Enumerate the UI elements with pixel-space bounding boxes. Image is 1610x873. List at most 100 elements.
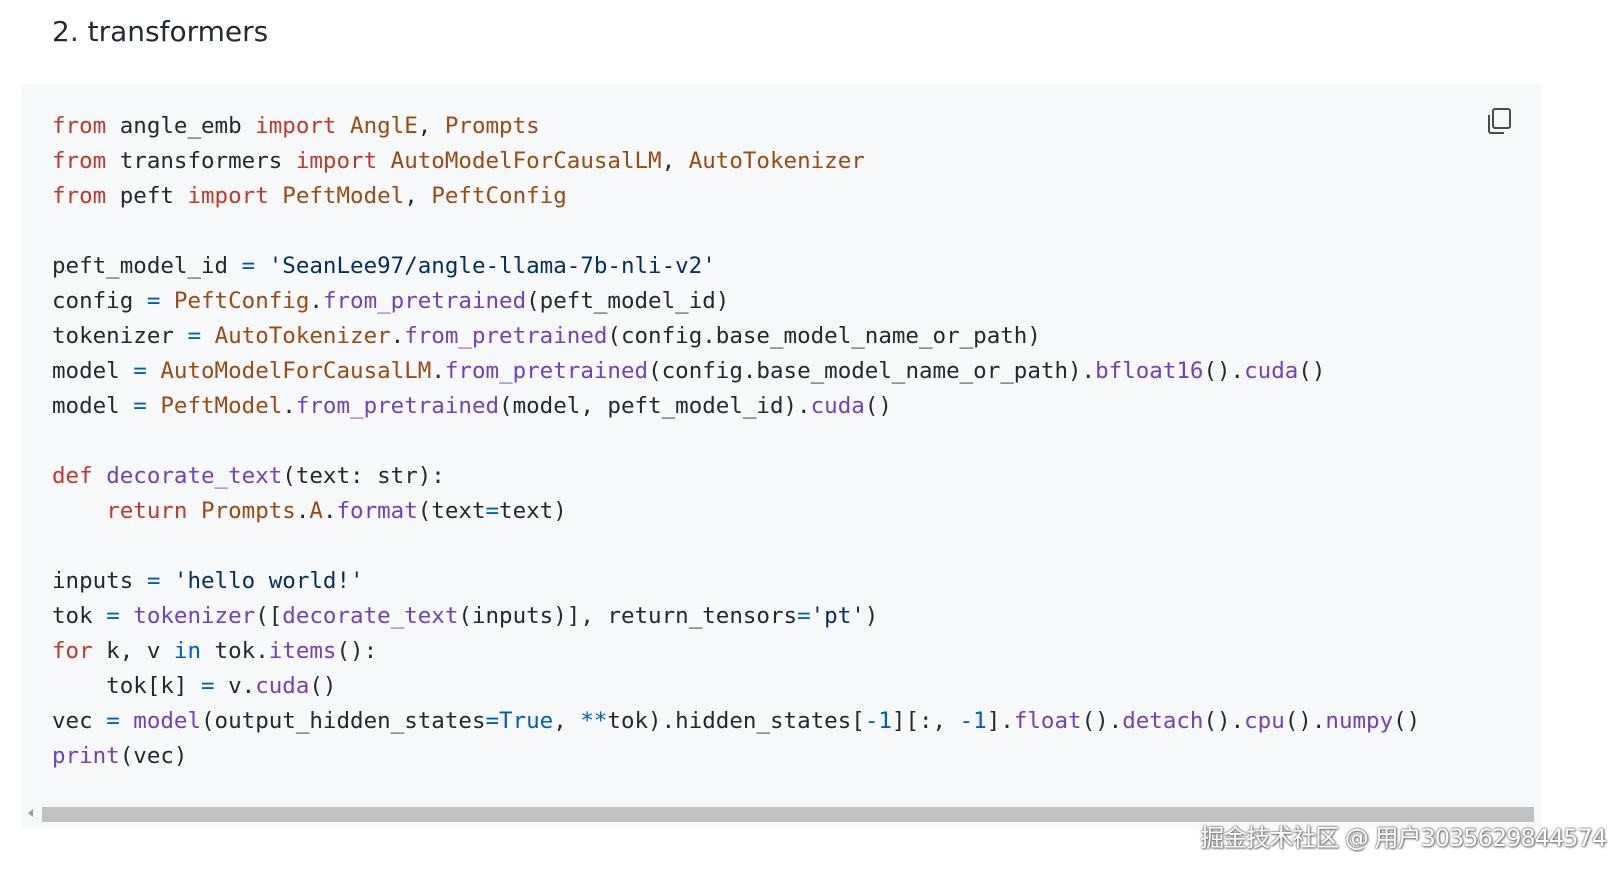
code-token: tok — [52, 603, 107, 629]
code-token: = — [133, 358, 147, 384]
code-token: (text — [417, 498, 486, 524]
code-token: = — [146, 288, 161, 314]
code-token: from_pretrained — [404, 323, 608, 349]
code-token: () — [1298, 358, 1326, 384]
code-token: (). — [1203, 708, 1245, 734]
code-token: detach — [1122, 708, 1204, 734]
code-token: print — [52, 743, 120, 769]
code-token — [160, 288, 174, 314]
code-token: ) — [864, 603, 879, 629]
code-token: (text: str): — [282, 463, 445, 489]
code-token: . — [282, 393, 296, 419]
code-line: return Prompts.A.format(text=text) — [52, 494, 1420, 529]
code-token: = — [797, 603, 811, 629]
code-token: (). — [1203, 358, 1245, 384]
code-token: AutoTokenizer — [214, 323, 391, 349]
code-token: (config.base_model_name_or_path). — [648, 358, 1096, 384]
code-line: peft_model_id = 'SeanLee97/angle-llama-7… — [52, 249, 1420, 284]
code-token: tok).hidden_states[ — [607, 708, 865, 734]
copy-button[interactable] — [1484, 106, 1514, 136]
code-token: = — [146, 568, 161, 594]
horizontal-scrollbar[interactable] — [22, 805, 1542, 825]
code-line: config = PeftConfig.from_pretrained(peft… — [52, 284, 1420, 319]
code-token: from_pretrained — [295, 393, 500, 419]
code-token: inputs — [52, 568, 147, 594]
code-token: tok[k] — [52, 673, 202, 699]
code-token: bfloat16 — [1095, 358, 1204, 384]
code-token: . — [390, 323, 405, 349]
code-line — [52, 529, 1420, 564]
code-token: cpu — [1244, 708, 1285, 734]
code-token: , — [417, 113, 445, 139]
code-token: for — [52, 638, 93, 664]
code-token: tokenizer — [133, 603, 256, 629]
code-token: -1 — [864, 708, 892, 734]
code-token: cuda — [255, 673, 310, 699]
code-token: Prompts — [201, 498, 296, 524]
code-token — [147, 393, 161, 419]
code-token: = — [485, 708, 500, 734]
code-token: True — [499, 708, 554, 734]
code-token: peft — [106, 183, 188, 209]
code-token: PeftModel — [160, 393, 283, 419]
code-token: ][:, — [891, 708, 960, 734]
code-token: def — [52, 463, 93, 489]
code-line: tok[k] = v.cuda() — [52, 669, 1420, 704]
code-token: AutoModelForCausalLM — [160, 358, 432, 384]
code-token: , — [661, 148, 689, 174]
code-token: = — [106, 603, 120, 629]
code-token: numpy — [1325, 708, 1394, 734]
code-token: 'hello world!' — [173, 568, 364, 594]
code-token: model — [52, 358, 134, 384]
code-token: text) — [499, 498, 567, 524]
code-line: vec = model(output_hidden_states=True, *… — [52, 704, 1420, 739]
code-line: inputs = 'hello world!' — [52, 564, 1420, 599]
code-token: import — [255, 113, 337, 139]
code-token: (inputs)], return_tensors — [458, 603, 798, 629]
code-token: import — [295, 148, 378, 174]
code-token: cuda — [810, 393, 865, 419]
code-token: = — [133, 393, 147, 419]
code-token: -1 — [959, 708, 987, 734]
code-token: . — [309, 288, 323, 314]
code-token: config — [52, 288, 147, 314]
code-token: cuda — [1244, 358, 1299, 384]
code-token: (config.base_model_name_or_path) — [607, 323, 1041, 349]
code-token: . — [431, 358, 445, 384]
code-line: for k, v in tok.items(): — [52, 634, 1420, 669]
code-token: float — [1013, 708, 1082, 734]
code-token: ** — [580, 708, 608, 734]
code-token: Prompts — [444, 113, 540, 139]
code-token: return — [106, 498, 188, 524]
code-token: PeftModel — [282, 183, 405, 209]
code-token: angle_emb — [106, 113, 256, 139]
code-token: (vec) — [119, 743, 188, 769]
code-token: from_pretrained — [322, 288, 527, 314]
code-token — [52, 498, 106, 524]
code-block: from angle_emb import AnglE, Prompts from… — [22, 84, 1542, 829]
code-token: v. — [214, 673, 256, 699]
code-token: transformers — [106, 148, 296, 174]
code-token — [187, 498, 201, 524]
code-token — [255, 253, 269, 279]
code-token: model — [52, 393, 134, 419]
code-token: 'pt' — [810, 603, 865, 629]
code-token: from — [52, 113, 107, 139]
code-token: (). — [1081, 708, 1123, 734]
code-token — [269, 183, 283, 209]
scroll-left-arrow-icon[interactable] — [28, 809, 33, 817]
code-token: model — [133, 708, 202, 734]
code-token: (output_hidden_states — [201, 708, 486, 734]
code-line: from peft import PeftModel, PeftConfig — [52, 179, 1420, 214]
code-token — [377, 148, 391, 174]
code-token: = — [187, 323, 202, 349]
code-token: (). — [1284, 708, 1326, 734]
code-token: import — [187, 183, 269, 209]
code-line: model = AutoModelForCausalLM.from_pretra… — [52, 354, 1420, 389]
code-token: vec — [52, 708, 107, 734]
scrollbar-thumb[interactable] — [42, 807, 1534, 822]
code-token: decorate_text — [282, 603, 459, 629]
code-token — [93, 463, 107, 489]
code-token: AnglE — [350, 113, 418, 139]
code-token — [201, 323, 215, 349]
